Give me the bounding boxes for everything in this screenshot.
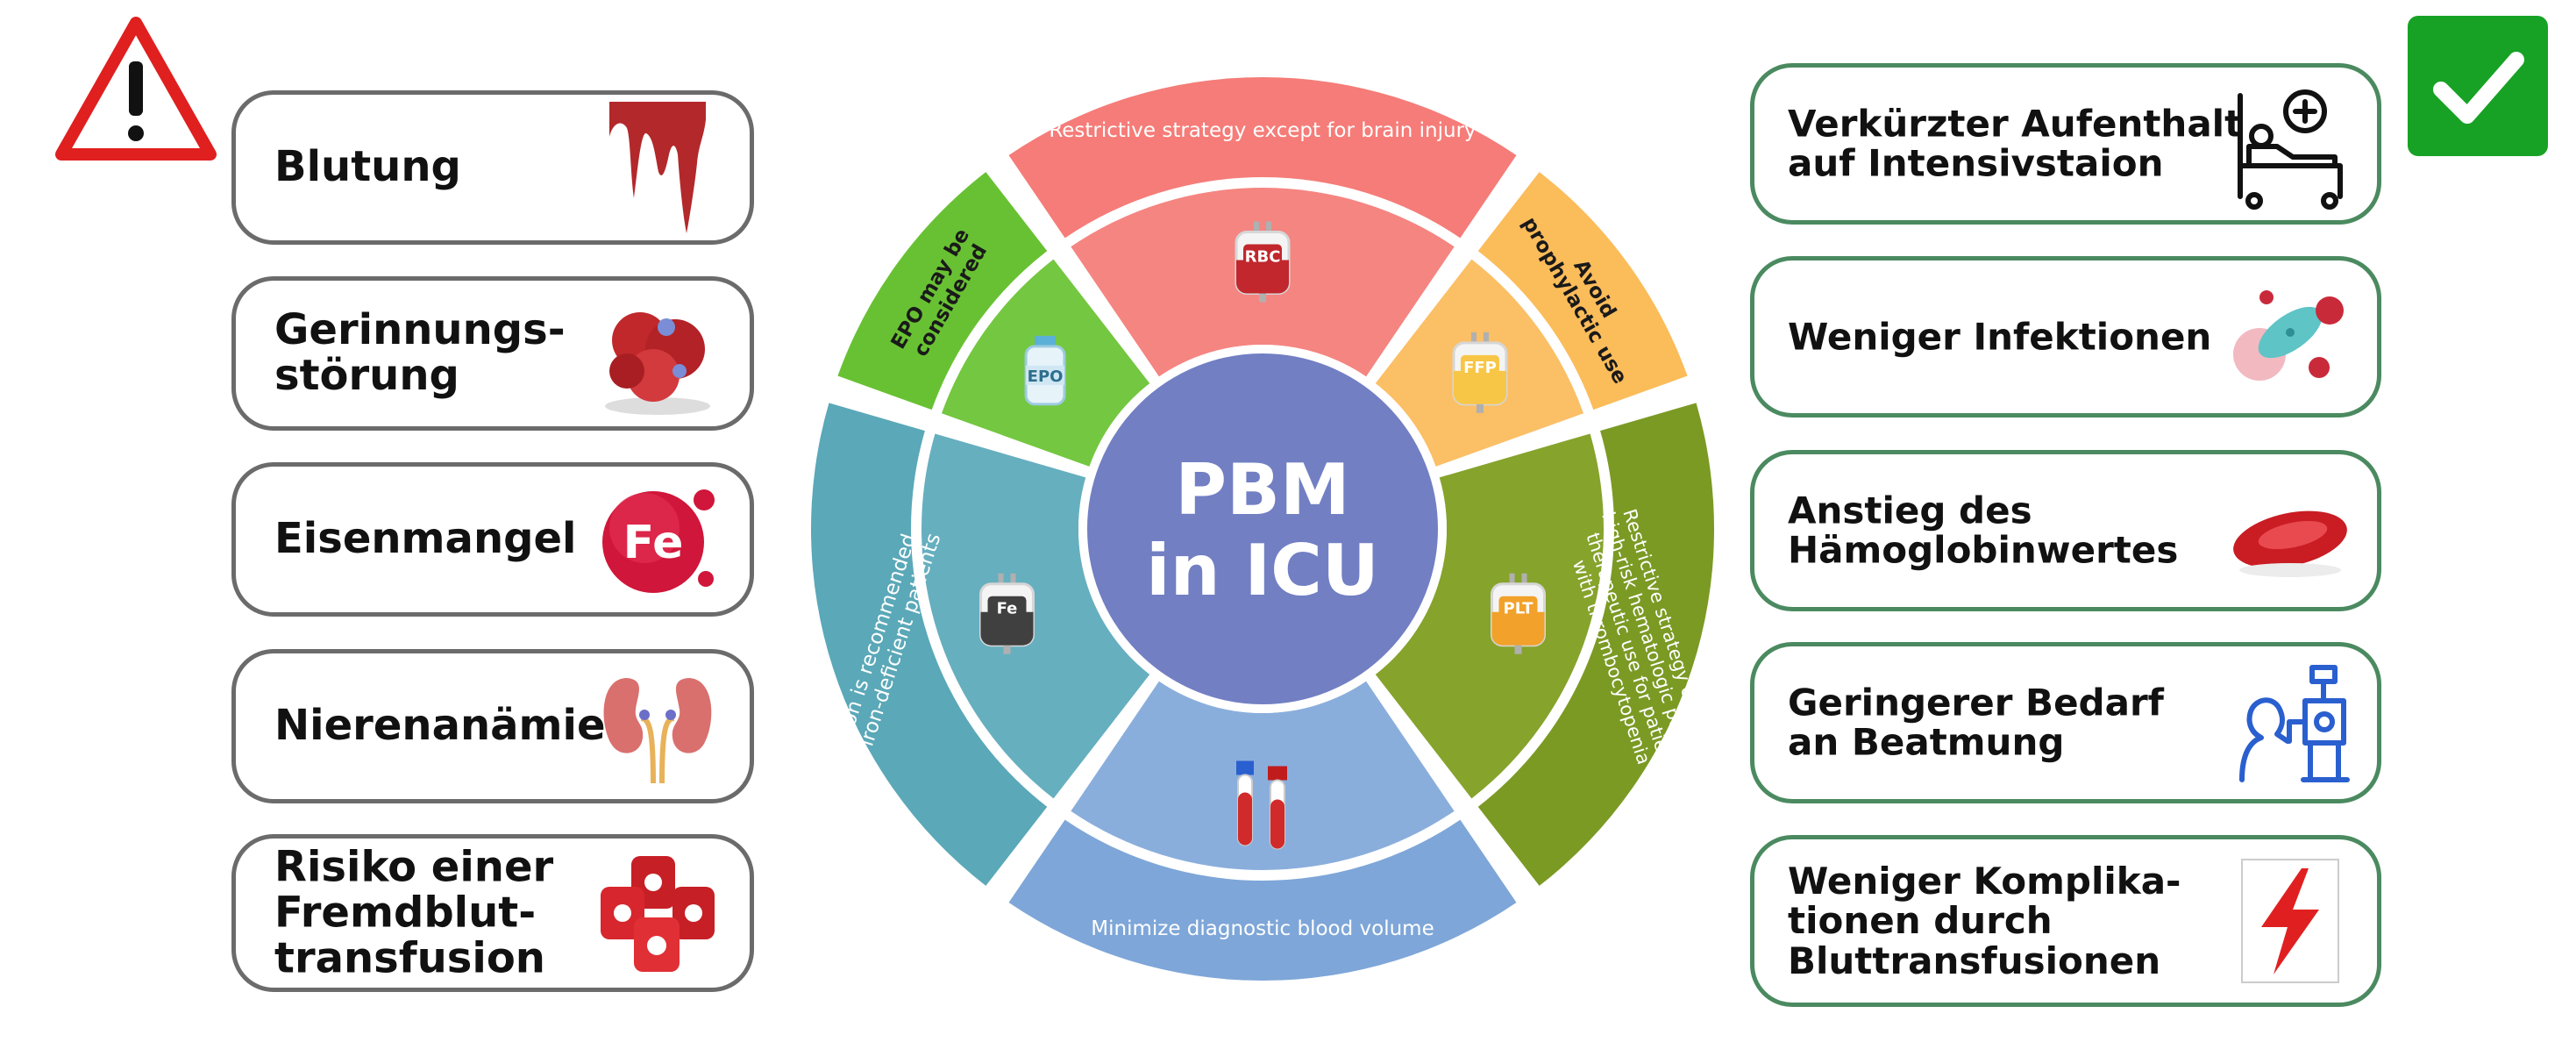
bag-label-plt: PLT (1504, 600, 1534, 618)
risk-label: Blutung (274, 142, 461, 192)
inner-icons: RBC FFP PLT Fe EPO (979, 221, 1546, 850)
risk-label: Eisenmangel (274, 514, 577, 564)
outer-segment-rbc (1008, 76, 1517, 239)
ventilator-icon (2224, 657, 2356, 789)
risk-card-transfusion-risk: Risiko einer Fremdblut- transfusion (231, 834, 754, 992)
blood-bag-icon-rbc: RBC (1235, 221, 1291, 303)
outer-segment-epo (837, 172, 1048, 410)
inner-segment-sampling (1071, 681, 1455, 870)
warning-icon (54, 16, 217, 161)
blood-bag-icon-ffp: FFP (1452, 332, 1508, 413)
outer-segment-sampling (1008, 819, 1517, 981)
benefit-card-hemoglobin: Anstieg des Hämoglobinwertes (1750, 450, 2381, 611)
outer-segment-plt (1477, 403, 1714, 886)
blood-bags-icon (592, 847, 723, 979)
blood-sample-tubes-icon (1236, 760, 1287, 850)
kidneys-icon (592, 660, 723, 792)
checkmark-icon (2408, 16, 2548, 156)
bag-label-rbc: RBC (1245, 248, 1281, 267)
risk-label: Nierenanämie (274, 701, 606, 751)
iron-fe-icon: Fe (592, 474, 723, 605)
center-circle (1078, 345, 1447, 713)
risk-label: Risiko einer Fremdblut- transfusion (274, 842, 554, 982)
blood-drip-icon (592, 102, 723, 233)
bag-label-iron: Fe (997, 600, 1018, 618)
benefit-label: Geringerer Bedarf an Beatmung (1788, 681, 2164, 764)
lightning-icon (2224, 855, 2356, 987)
segment-label-rbc: Restrictive strategy except for brain in… (1049, 119, 1476, 142)
hospital-bed-icon (2224, 78, 2356, 210)
outer-segment-ffp (1477, 172, 1688, 410)
bag-label-ffp: FFP (1463, 359, 1497, 377)
inner-segment-iron (922, 433, 1150, 799)
benefit-card-infections: Weniger Infektionen (1750, 256, 2381, 418)
bag-label-epo: EPO (1028, 368, 1064, 386)
risk-card-coagulation: Gerinnungs- störung (231, 276, 754, 431)
benefit-card-ventilation: Geringerer Bedarf an Beatmung (1750, 642, 2381, 803)
red-blood-cell-icon (2224, 465, 2356, 596)
risk-label: Gerinnungs- störung (274, 305, 566, 400)
outer-segment-iron (811, 403, 1048, 886)
center-title-line2: in ICU (1146, 530, 1379, 611)
segment-label-line: Restrictive strategy except for brain in… (1049, 119, 1476, 142)
outer-ring (811, 76, 1714, 981)
benefit-card-icu-stay: Verkürzter Aufenthalt auf Intensivstaion (1750, 63, 2381, 225)
benefit-card-complications: Weniger Komplika- tionen durch Bluttrans… (1750, 835, 2381, 1007)
bag-tag (1498, 596, 1538, 619)
benefit-label: Weniger Infektionen (1788, 315, 2212, 359)
benefit-label: Weniger Komplika- tionen durch Bluttrans… (1788, 859, 2181, 982)
benefit-label: Anstieg des Hämoglobinwertes (1788, 489, 2179, 572)
risk-card-renal-anemia: Nierenanämie (231, 649, 754, 803)
svg-text:Fe: Fe (623, 517, 684, 569)
bacteria-icon (2224, 271, 2356, 403)
segment-label-sampling: Minimize diagnostic blood volume (1091, 917, 1434, 940)
risk-card-bleeding: Blutung (231, 90, 754, 245)
benefit-label: Verkürzter Aufenthalt auf Intensivstaion (1788, 102, 2243, 185)
center-title-line1: PBM (1175, 449, 1349, 531)
pbm-wheel: Restrictive strategy except for brain in… (802, 68, 1726, 989)
bag-tag (1460, 354, 1499, 378)
inner-segment-plt (1375, 433, 1604, 799)
risk-card-iron-deficiency: Eisenmangel Fe (231, 462, 754, 617)
blood-clot-icon (592, 288, 723, 419)
bag-tag (1243, 244, 1282, 268)
bag-tag (987, 596, 1027, 619)
segment-label-line: Minimize diagnostic blood volume (1091, 917, 1434, 940)
blood-bag-icon-epo: EPO (1024, 335, 1066, 406)
blood-bag-icon-plt: PLT (1490, 573, 1546, 654)
blood-bag-icon-iron: Fe (979, 573, 1035, 654)
